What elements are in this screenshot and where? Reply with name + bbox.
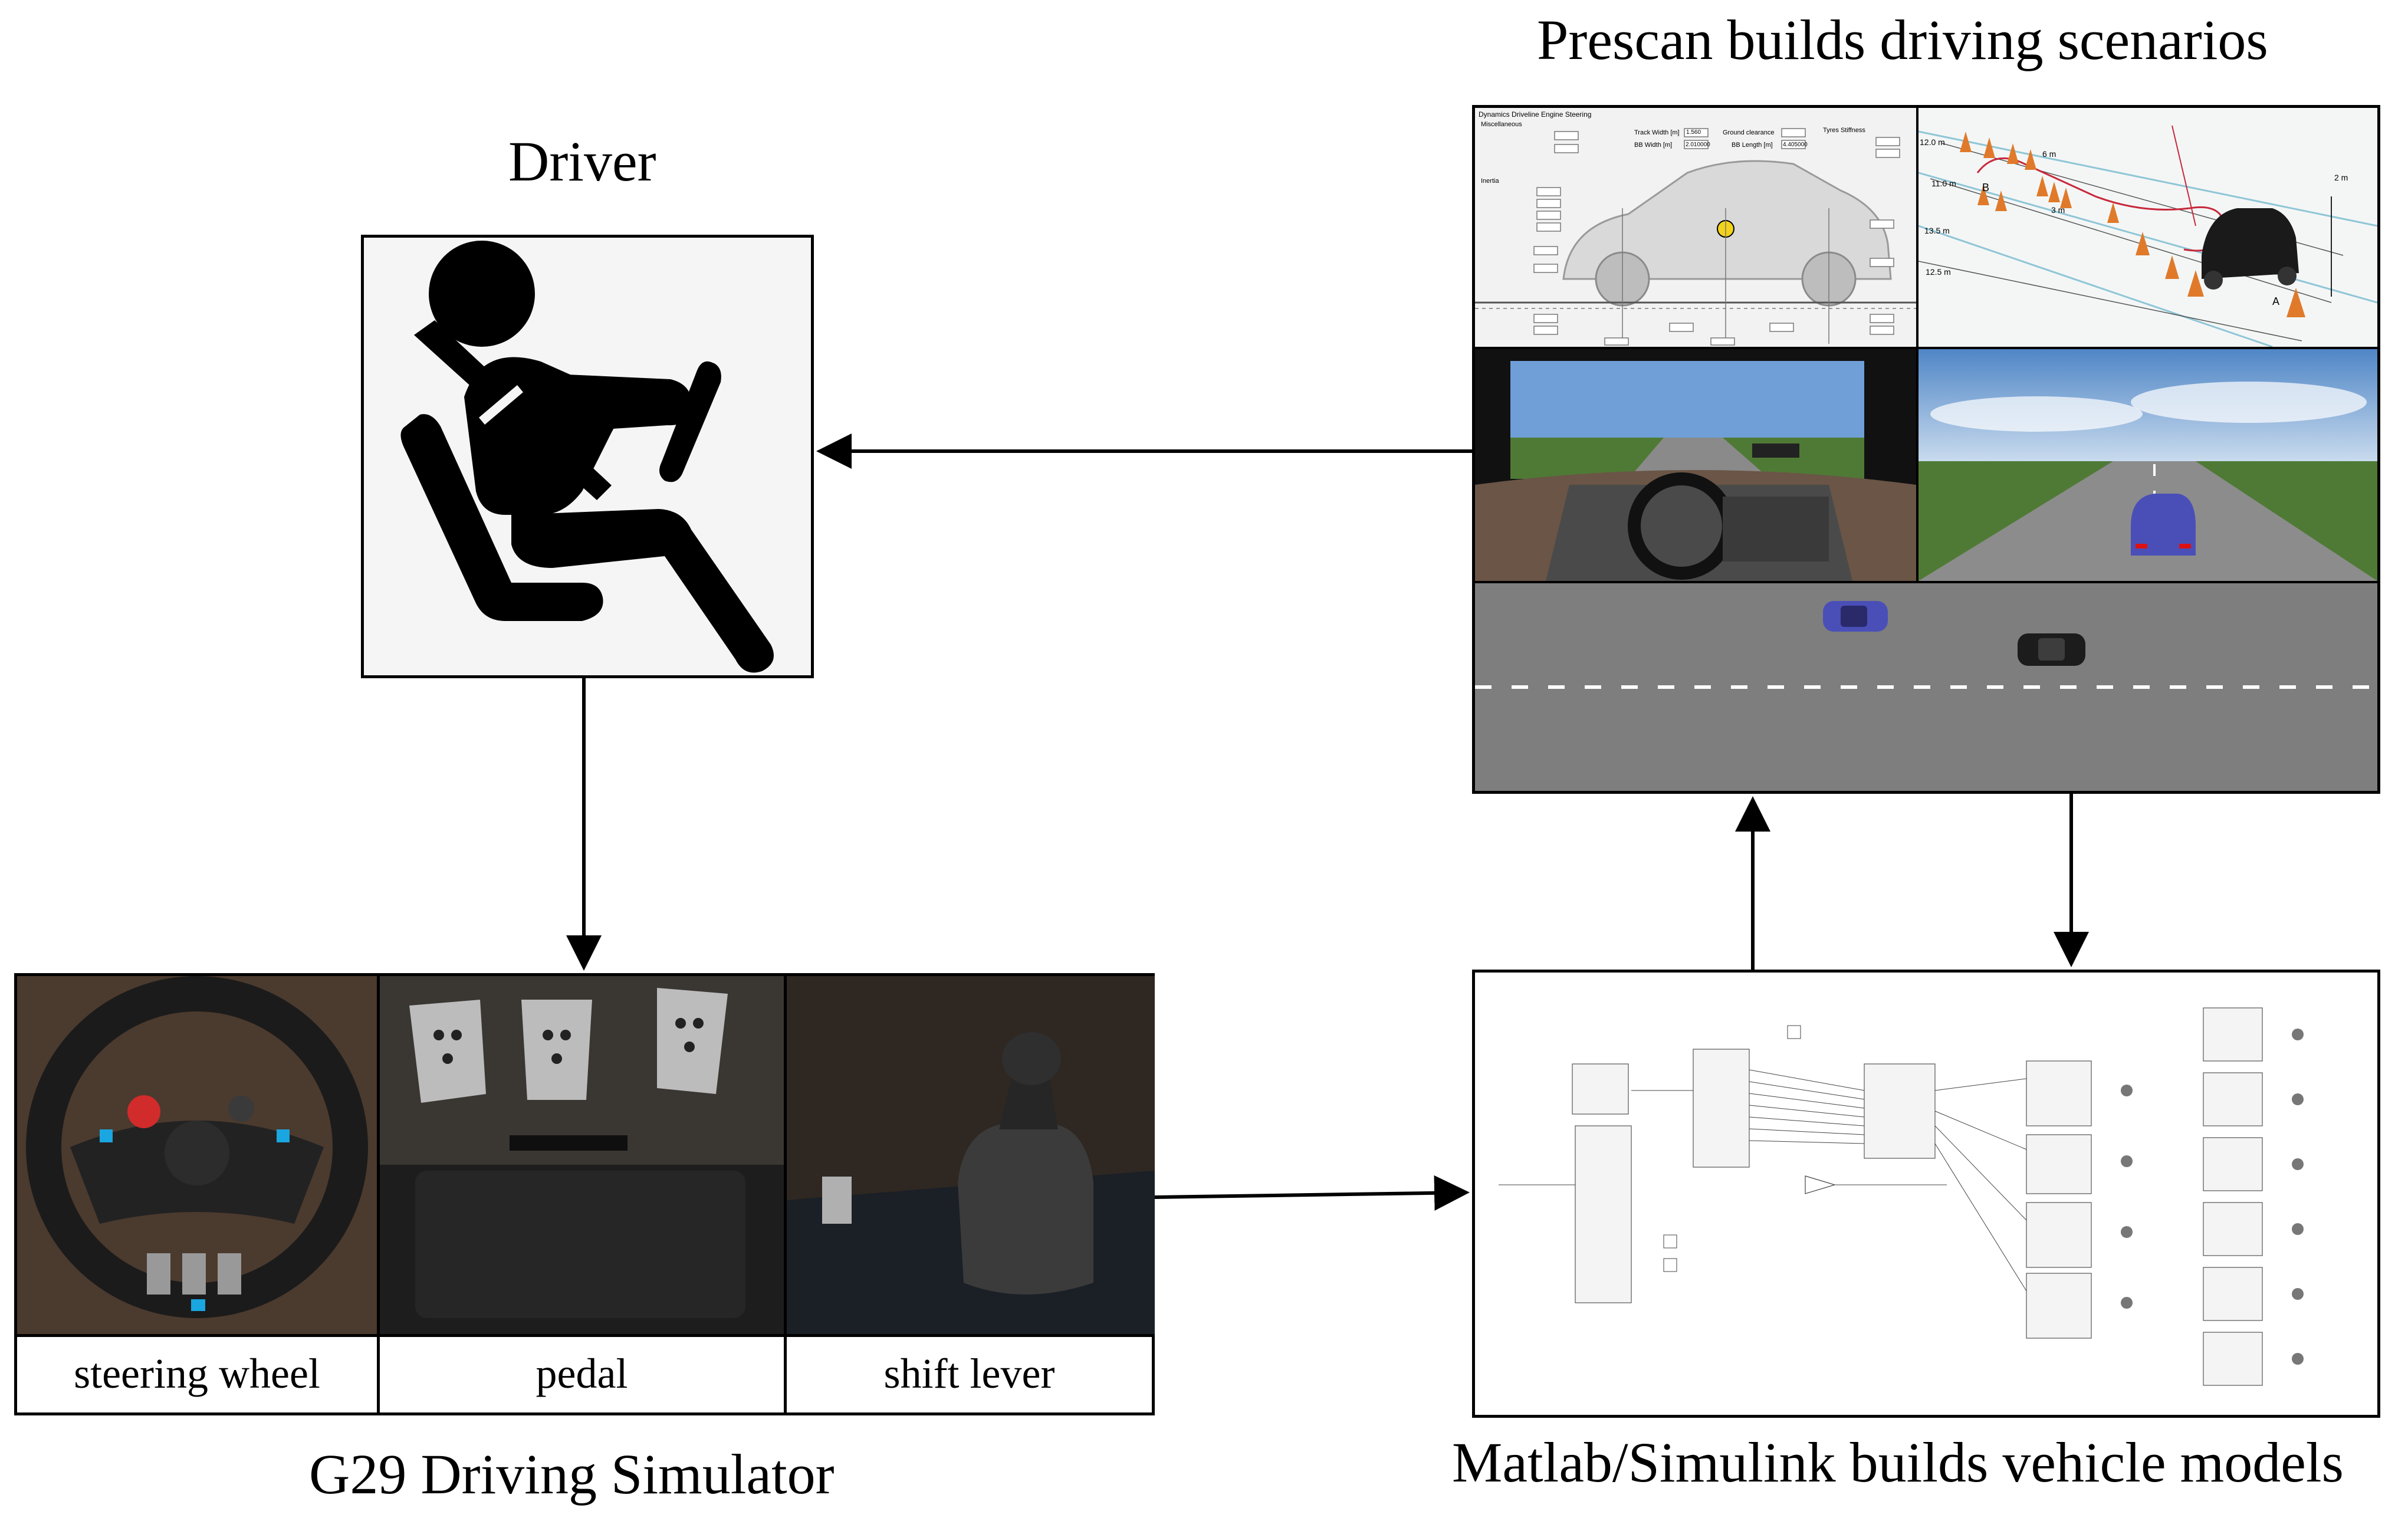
cone-label-a: A — [2272, 295, 2280, 307]
arrow-simulator-to-simulink — [1154, 1175, 1470, 1211]
simulink-model-panel — [1472, 970, 2380, 1418]
ground-clearance-label: Ground clearance — [1723, 129, 1775, 136]
vehicle-dynamics-screenshot: Dynamics Driveline Engine Steering Misce… — [1475, 108, 1916, 347]
g29-title: G29 Driving Simulator — [309, 1443, 835, 1506]
caption-divider-2 — [784, 976, 787, 1412]
cockpit-view — [1475, 349, 1916, 581]
seated-driver-icon — [400, 241, 774, 673]
tyre-header: Tyres Stiffness — [1823, 127, 1865, 134]
prescan-title: Prescan builds driving scenarios — [1537, 8, 2268, 71]
cone-label-12-5m: 12.5 m — [1926, 267, 1951, 277]
shift-lever-caption: shift lever — [883, 1350, 1055, 1397]
shift-lever-photo — [787, 976, 1155, 1334]
pedal-photo — [380, 976, 784, 1334]
misc-header: Miscellaneous — [1481, 121, 1522, 128]
steering-wheel-caption: steering wheel — [74, 1350, 320, 1397]
cone-label-11m: 11.0 m — [1931, 179, 1956, 188]
steering-wheel-photo — [17, 976, 377, 1334]
chase-camera-view — [1918, 349, 2377, 581]
g29-simulator-panel: steering wheel pedal shift lever — [14, 973, 1155, 1415]
cone-course-diagram: 12.0 m 11.0 m 13.5 m 12.5 m 6 m 3 m 2 m … — [1918, 108, 2377, 347]
track-width-value[interactable]: 1.560 — [1686, 129, 1701, 136]
simulink-title: Matlab/Simulink builds vehicle models — [1452, 1431, 2344, 1494]
caption-divider-1 — [377, 976, 380, 1412]
driver-title: Driver — [508, 130, 656, 193]
pedal-caption: pedal — [536, 1350, 628, 1397]
driver-icon-box — [361, 235, 814, 678]
cone-label-2m: 2 m — [2334, 173, 2348, 182]
cone-label-12m: 12.0 m — [1920, 137, 1945, 147]
cone-label-b: B — [1982, 182, 1990, 193]
cone-label-3m: 3 m — [2051, 205, 2065, 215]
dynamics-tabs[interactable]: Dynamics Driveline Engine Steering — [1479, 110, 1592, 119]
caption-divider-top — [17, 1334, 1152, 1337]
bb-width-label: BB Width [m] — [1634, 142, 1673, 149]
bb-length-label: BB Length [m] — [1732, 142, 1773, 149]
prescan-scenario-panel: Dynamics Driveline Engine Steering Misce… — [1472, 105, 2380, 794]
cone-label-13-5m: 13.5 m — [1924, 226, 1950, 235]
bb-length-value[interactable]: 4.405000 — [1783, 142, 1808, 148]
track-width-label: Track Width [m] — [1634, 129, 1680, 136]
cone-label-6m: 6 m — [2042, 149, 2057, 159]
inertia-header: Inertia — [1481, 178, 1499, 185]
bb-width-value[interactable]: 2.010000 — [1686, 142, 1710, 148]
topdown-road-view — [1475, 583, 2377, 791]
